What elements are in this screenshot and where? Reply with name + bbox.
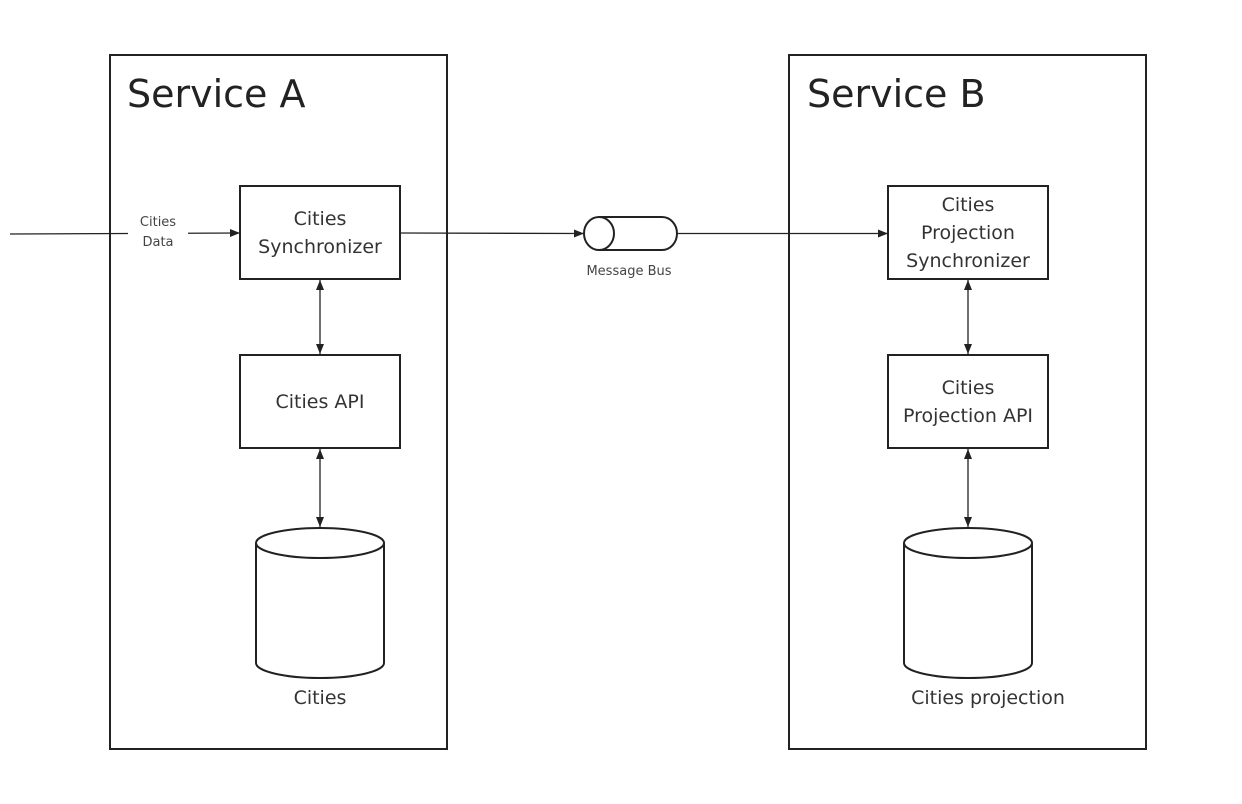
service-a-container: [109, 54, 448, 750]
cities-api-line-1: Cities API: [275, 390, 365, 413]
cities-synchronizer-label: Cities Synchronizer: [241, 187, 399, 278]
cities-database-label: Cities: [293, 687, 347, 709]
message-bus-icon: [583, 216, 678, 251]
cities-data-label-line-2: Data: [142, 235, 174, 250]
cities-projection-synchronizer-label: Cities Projection Synchronizer: [889, 187, 1047, 278]
cities-data-label-line-1: Cities: [139, 215, 177, 230]
message-bus-label: Message Bus: [586, 264, 672, 279]
cities-api-box: [239, 354, 401, 449]
cities-projection-synchronizer-line-3: Synchronizer: [906, 249, 1030, 272]
cities-projection-synchronizer-line-1: Cities: [941, 193, 995, 216]
cities-projection-api-box: [887, 354, 1049, 449]
cities-projection-synchronizer-line-2: Projection: [921, 221, 1015, 244]
cities-projection-api-line-1: Cities: [941, 376, 995, 399]
synchronizer-to-bus-arrow: [399, 229, 585, 238]
cities-synchronizer-box: [239, 185, 401, 280]
cities-data-input-arrow: [9, 229, 241, 238]
service-b-title: Service B: [807, 72, 986, 116]
cities-projection-synchronizer-box: [887, 185, 1049, 280]
cities-synchronizer-line-1: Cities: [293, 207, 347, 230]
service-b-container: [788, 54, 1147, 750]
cities-synchronizer-line-2: Synchronizer: [258, 235, 382, 258]
cities-api-label: Cities API: [241, 356, 399, 447]
service-a-title: Service A: [127, 72, 306, 116]
cities-projection-database-icon: [903, 527, 1033, 679]
cities-projection-api-label: Cities Projection API: [889, 356, 1047, 447]
cities-projection-database-label: Cities projection: [911, 687, 1065, 709]
cities-projection-api-line-2: Projection API: [902, 404, 1034, 427]
cities-data-label: Cities Data: [128, 211, 188, 255]
cities-database-icon: [255, 527, 385, 679]
